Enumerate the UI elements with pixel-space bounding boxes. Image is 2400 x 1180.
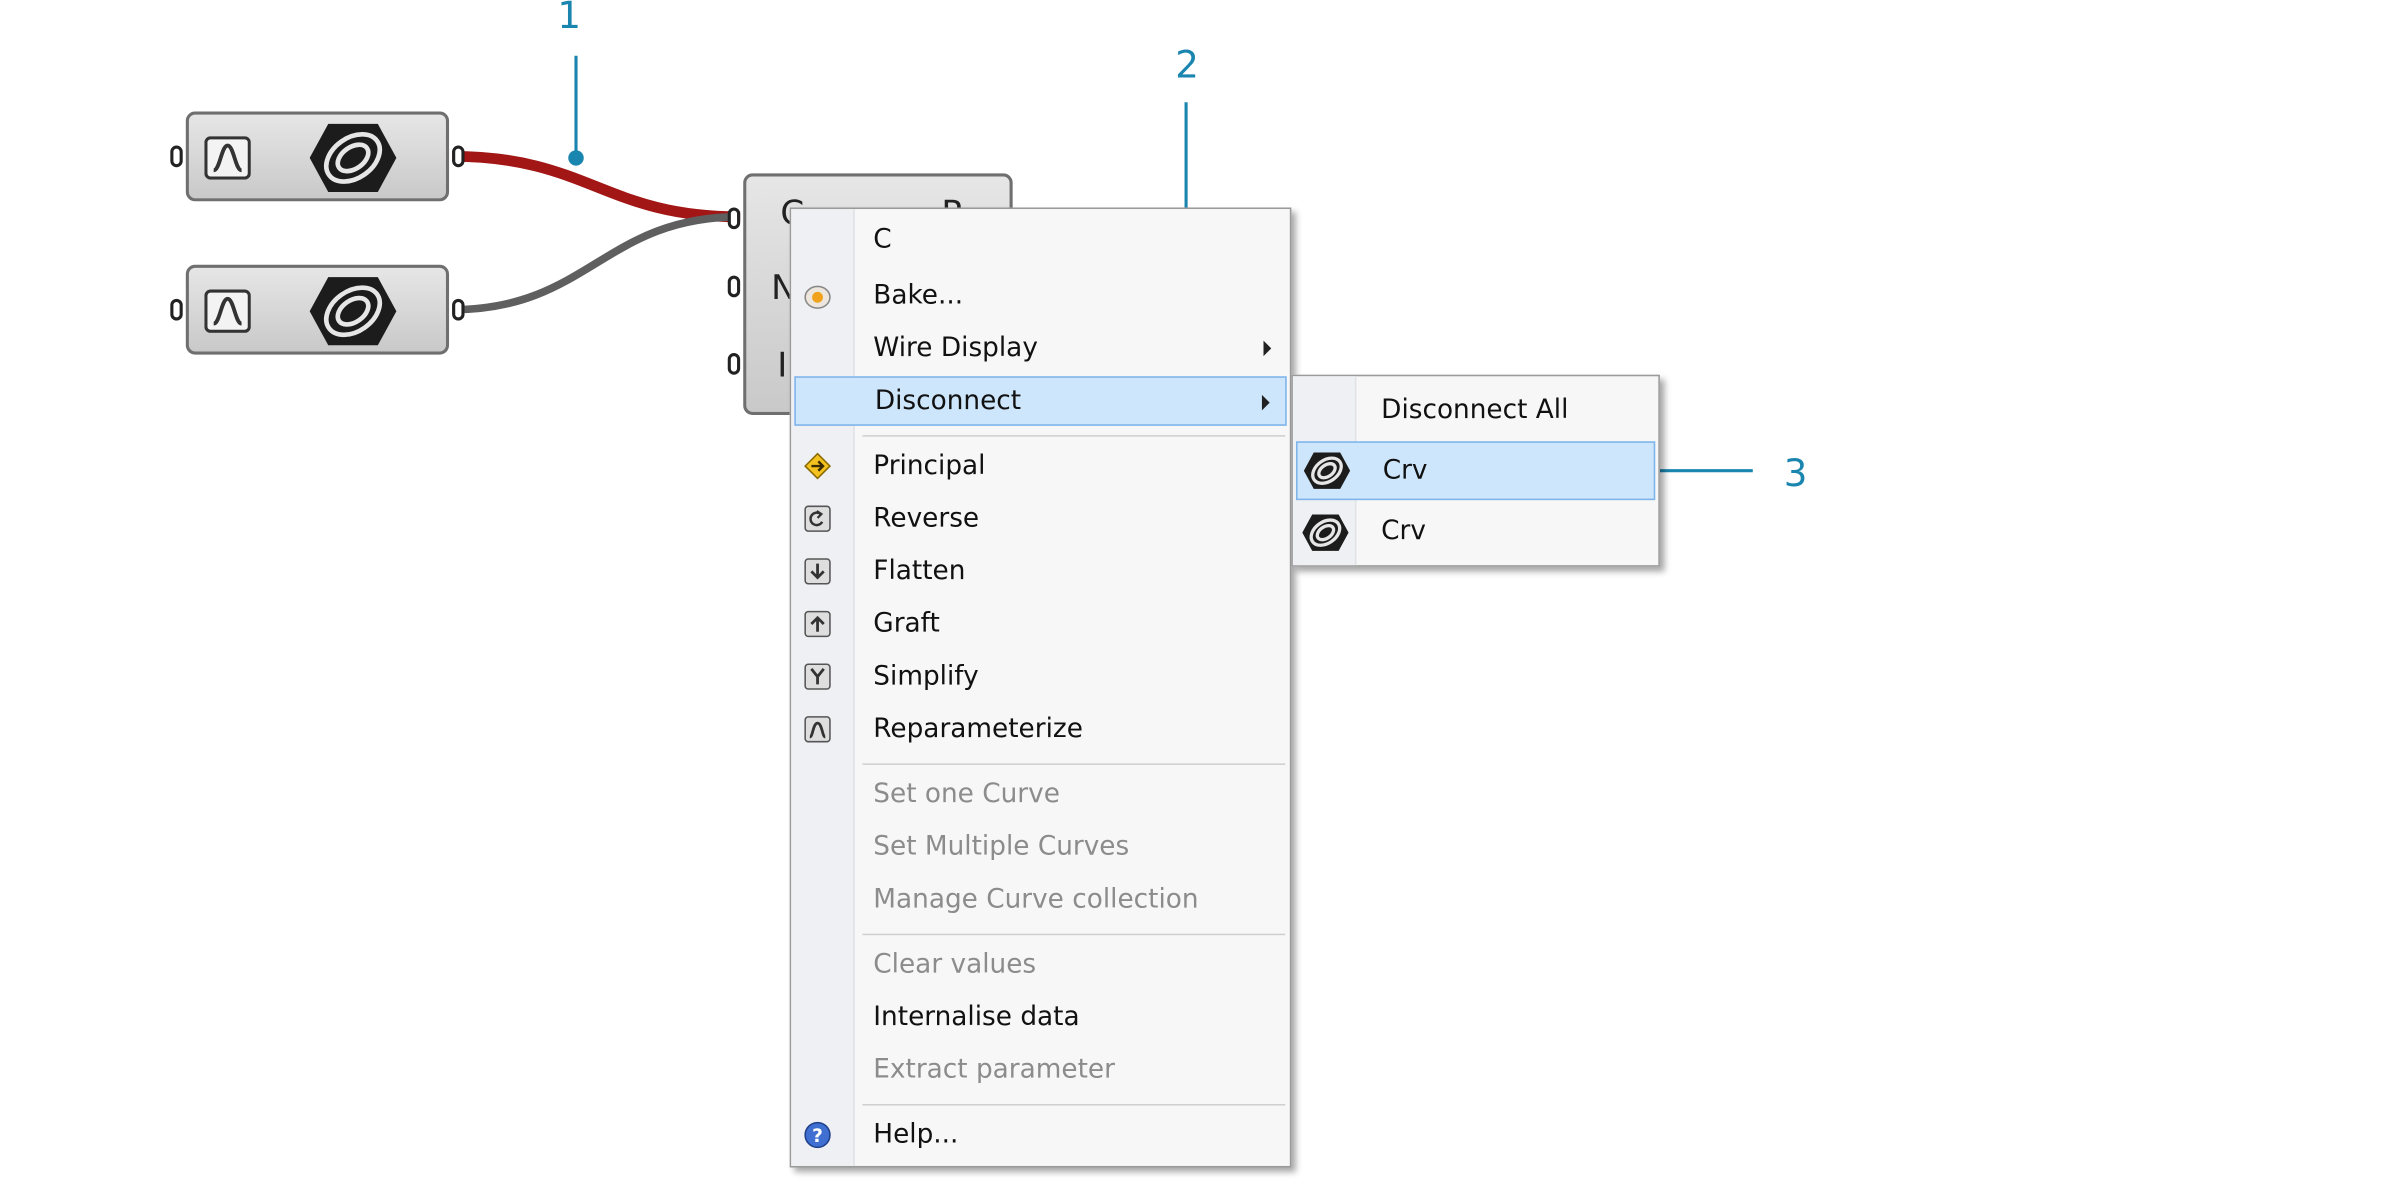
graft-icon bbox=[804, 610, 831, 638]
menu-item-clear-values: Clear values bbox=[794, 940, 1286, 990]
principal-icon bbox=[804, 452, 832, 480]
reparameterize-flag-icon bbox=[204, 136, 251, 180]
menu-separator bbox=[862, 1104, 1286, 1106]
menu-item-disconnect-label: Disconnect bbox=[874, 385, 1022, 417]
output-grip[interactable] bbox=[452, 145, 465, 168]
input-grip[interactable] bbox=[170, 145, 183, 168]
submenu-item-disconnect-all-label: Disconnect All bbox=[1381, 394, 1569, 426]
menu-item-principal[interactable]: Principal bbox=[794, 441, 1286, 491]
menu-item-set-multiple-curves: Set Multiple Curves bbox=[794, 822, 1286, 872]
submenu-item-disconnect-all[interactable]: Disconnect All bbox=[1296, 386, 1655, 436]
input-grip[interactable] bbox=[170, 298, 183, 321]
menu-item-extract-parameter: Extract parameter bbox=[794, 1045, 1286, 1095]
submenu-arrow-icon bbox=[1261, 394, 1270, 411]
curve-icon bbox=[1302, 514, 1349, 551]
callout-number-2: 2 bbox=[1175, 43, 1199, 87]
menu-item-set-multiple-curves-label: Set Multiple Curves bbox=[873, 831, 1130, 863]
menu-item-graft[interactable]: Graft bbox=[794, 599, 1286, 649]
menu-item-help[interactable]: ? Help... bbox=[794, 1110, 1286, 1160]
menu-item-help-label: Help... bbox=[873, 1119, 959, 1151]
simplify-icon bbox=[804, 663, 831, 690]
menu-item-simplify[interactable]: Simplify bbox=[794, 652, 1286, 702]
menu-separator bbox=[862, 933, 1286, 936]
curve-param-node-2[interactable] bbox=[170, 264, 465, 355]
menu-item-graft-label: Graft bbox=[873, 608, 940, 640]
callout-number-1: 1 bbox=[557, 0, 582, 38]
bake-icon bbox=[804, 285, 831, 309]
menu-item-flatten-label: Flatten bbox=[873, 555, 966, 587]
submenu-item-crv-2-label: Crv bbox=[1381, 515, 1426, 547]
menu-item-internalise-data-label: Internalise data bbox=[873, 1001, 1080, 1033]
reparameterize-flag-icon bbox=[204, 289, 251, 333]
input-grip-c[interactable] bbox=[727, 207, 741, 230]
callout-dot-1 bbox=[568, 150, 584, 166]
svg-text:?: ? bbox=[812, 1126, 823, 1147]
selected-wire[interactable] bbox=[452, 150, 741, 223]
menu-item-clear-values-label: Clear values bbox=[873, 949, 1037, 981]
help-icon: ? bbox=[804, 1121, 831, 1149]
menu-separator bbox=[862, 763, 1286, 765]
submenu-item-crv-2[interactable]: Crv bbox=[1296, 506, 1655, 559]
input-label-i: I bbox=[777, 346, 788, 386]
output-grip[interactable] bbox=[452, 298, 465, 321]
menu-item-bake-label: Bake... bbox=[873, 280, 964, 312]
flatten-icon bbox=[804, 558, 831, 585]
wire[interactable] bbox=[452, 212, 741, 314]
menu-item-reverse[interactable]: Reverse bbox=[794, 494, 1286, 544]
input-grip-i[interactable] bbox=[727, 353, 741, 375]
callout-number-3: 3 bbox=[1783, 452, 1808, 496]
menu-item-set-one-curve: Set one Curve bbox=[794, 770, 1286, 820]
submenu-item-crv-1[interactable]: Crv bbox=[1296, 441, 1656, 501]
menu-separator bbox=[862, 435, 1286, 437]
disconnect-submenu[interactable]: Disconnect All Crv Crv bbox=[1291, 374, 1660, 567]
submenu-item-crv-1-label: Crv bbox=[1382, 455, 1428, 487]
menu-item-set-one-curve-label: Set one Curve bbox=[873, 778, 1060, 810]
menu-item-manage-curve-collection-label: Manage Curve collection bbox=[873, 884, 1199, 916]
menu-item-simplify-label: Simplify bbox=[873, 661, 979, 693]
menu-item-wire-display-label: Wire Display bbox=[873, 332, 1038, 364]
menu-item-name-label: C bbox=[873, 224, 892, 256]
menu-item-reparameterize-label: Reparameterize bbox=[873, 713, 1083, 745]
menu-item-extract-parameter-label: Extract parameter bbox=[873, 1054, 1115, 1086]
menu-item-flatten[interactable]: Flatten bbox=[794, 547, 1286, 597]
menu-item-wire-display[interactable]: Wire Display bbox=[794, 324, 1286, 374]
menu-item-disconnect[interactable]: Disconnect bbox=[794, 376, 1287, 426]
curve-icon bbox=[1303, 452, 1351, 489]
reparameterize-icon bbox=[804, 716, 831, 743]
reverse-icon bbox=[804, 505, 831, 532]
menu-item-reparameterize[interactable]: Reparameterize bbox=[794, 705, 1286, 755]
submenu-arrow-icon bbox=[1263, 340, 1272, 357]
input-grip-n[interactable] bbox=[727, 275, 741, 298]
menu-item-reverse-label: Reverse bbox=[873, 503, 980, 535]
menu-item-bake[interactable]: Bake... bbox=[794, 271, 1286, 321]
menu-item-internalise-data[interactable]: Internalise data bbox=[794, 993, 1286, 1043]
curve-param-node-1[interactable] bbox=[170, 111, 465, 202]
menu-item-name[interactable]: C bbox=[794, 215, 1286, 265]
menu-item-principal-label: Principal bbox=[873, 450, 986, 482]
context-menu[interactable]: C Bake... Wire Display Disconnect Princi… bbox=[789, 207, 1292, 1168]
curve-icon bbox=[309, 277, 397, 346]
curve-icon bbox=[309, 123, 397, 193]
menu-item-manage-curve-collection: Manage Curve collection bbox=[794, 875, 1286, 925]
